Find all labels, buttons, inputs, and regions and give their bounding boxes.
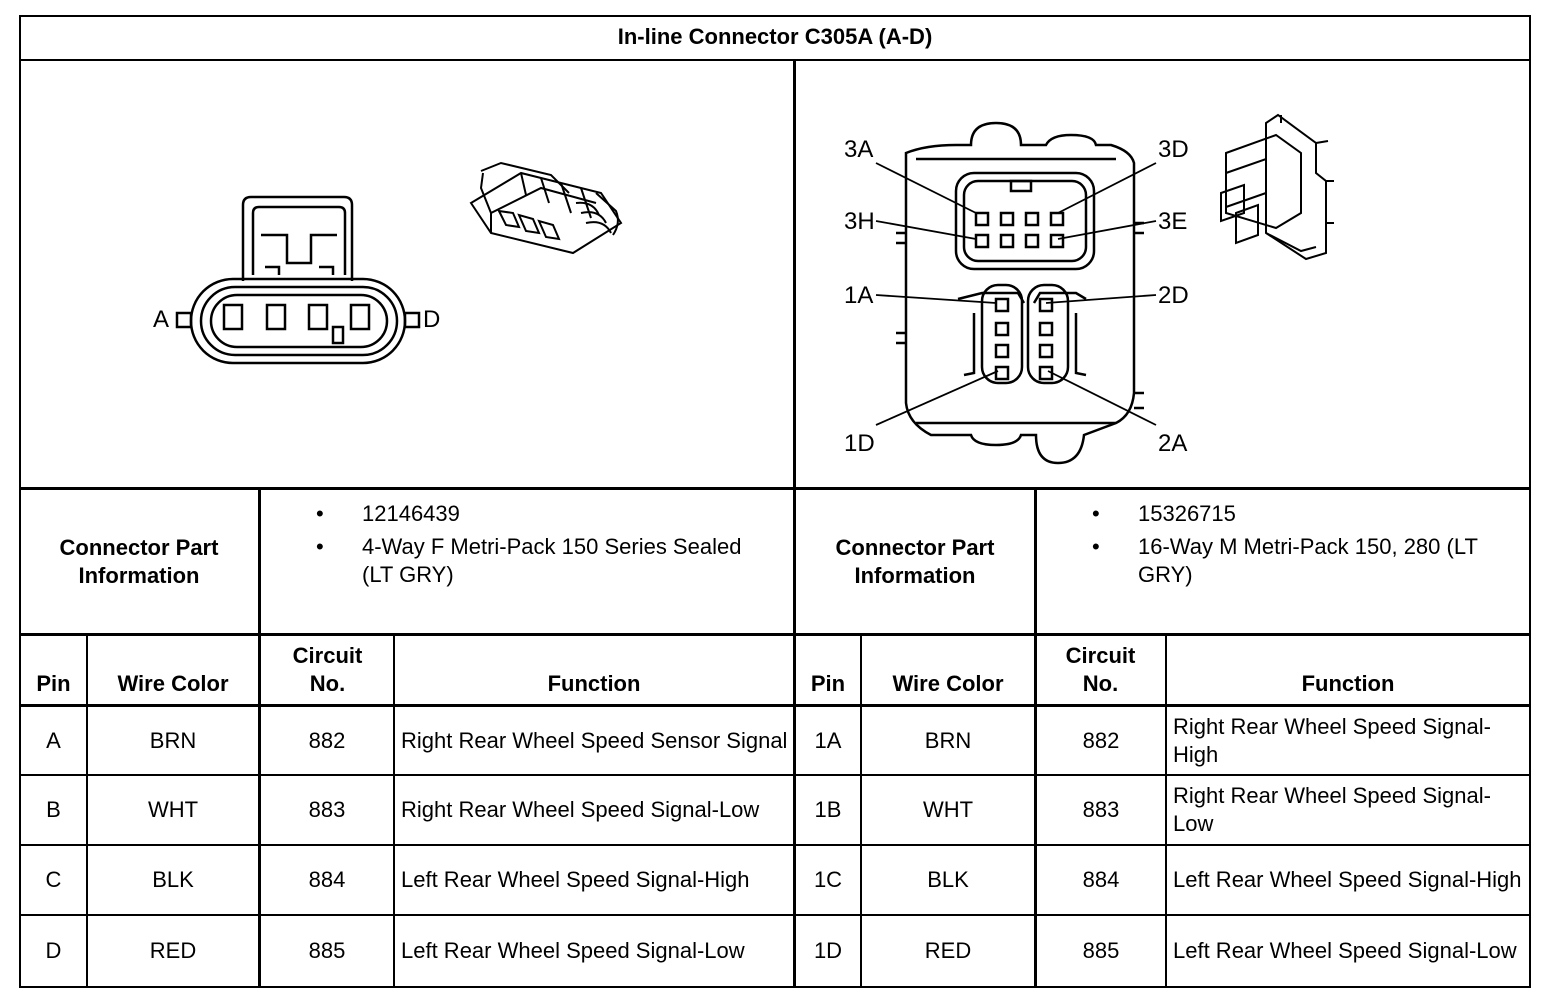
table-cell-circuit: 882 (1082, 727, 1120, 753)
right-diagram-label-1d: 1D (844, 430, 875, 457)
table-cell-pin: B (46, 797, 61, 822)
table-cell-wire-color: BRN (924, 727, 972, 753)
divider-row-1 (19, 774, 1531, 776)
table-cell-pin: 1C (813, 867, 843, 892)
divider-header-bottom (19, 704, 1531, 707)
left-part-description: 4-Way F Metri-Pack 150 Series Sealed (LT… (362, 534, 742, 587)
left-col-header-circuit-no: Circuit No. (292, 643, 363, 696)
table-cell-function: Left Rear Wheel Speed Signal-High (401, 867, 750, 892)
divider-row-3 (19, 914, 1531, 916)
right-diagram-label-3a: 3A (844, 136, 873, 163)
divider-col-right-info (1034, 488, 1037, 988)
page-title: In-line Connector C305A (A-D) (19, 15, 1531, 61)
table-cell-pin: 1D (813, 938, 843, 963)
right-diagram-label-3d: 3D (1158, 136, 1189, 163)
table-cell-function: Left Rear Wheel Speed Signal-Low (401, 938, 745, 963)
table-cell-pin: 1B (814, 797, 842, 822)
table-cell-function: Left Rear Wheel Speed Signal-High (1173, 867, 1522, 892)
table-cell-circuit: 885 (308, 938, 346, 963)
table-cell-wire-color: BLK (152, 867, 194, 892)
left-col-header-function: Function (547, 671, 641, 696)
table-cell-function: Right Rear Wheel Speed Signal-Low (401, 797, 760, 822)
table-cell-function: Right Rear Wheel Speed Signal-Low (1173, 783, 1491, 836)
table-cell-wire-color: WHT (147, 797, 199, 822)
table-cell-wire-color: BRN (149, 727, 197, 753)
divider-diagram-center (793, 61, 796, 488)
left-diagram-label-a: A (153, 306, 169, 333)
left-diagram-label-d: D (423, 306, 440, 333)
divider-col-center (793, 488, 796, 988)
right-diagram-label-2a: 2A (1158, 430, 1187, 457)
table-cell-wire-color: RED (924, 938, 972, 963)
divider-diagram-bottom (19, 487, 1531, 490)
table-cell-pin: A (46, 727, 61, 753)
table-cell-wire-color: RED (149, 938, 197, 963)
bullet-icon: • (1092, 501, 1100, 526)
right-connector-info-header: Connector Part Information (835, 534, 995, 588)
right-col-header-wire-color: Wire Color (892, 671, 1004, 696)
divider-col-left-circuit (393, 634, 395, 988)
left-col-header-wire-color: Wire Color (117, 671, 229, 696)
table-cell-function: Right Rear Wheel Speed Sensor Signal (401, 727, 788, 753)
right-diagram-label-3e: 3E (1158, 208, 1187, 235)
divider-col-right-circuit (1165, 634, 1167, 988)
table-cell-circuit: 883 (308, 797, 346, 822)
right-col-header-circuit-no: Circuit No. (1065, 643, 1136, 696)
right-col-header-function: Function (1301, 671, 1395, 696)
divider-col-left-info (258, 488, 261, 988)
right-connector-diagram: 3A 3D 3H 3E 1A 2D 1D 2A (844, 113, 1334, 465)
table-cell-circuit: 884 (308, 867, 346, 892)
left-part-number: 12146439 (362, 501, 460, 526)
table-cell-pin: 1A (814, 727, 842, 753)
right-diagram-label-3h: 3H (844, 208, 875, 235)
list-item: • 15326715 (1066, 500, 1526, 528)
divider-col-right-pin (860, 634, 862, 988)
bullet-icon: • (316, 501, 324, 526)
right-diagram-label-2d: 2D (1158, 282, 1189, 309)
bullet-icon: • (1092, 534, 1100, 559)
right-col-header-pin: Pin (810, 671, 846, 696)
right-part-number: 15326715 (1138, 501, 1236, 526)
divider-row-2 (19, 844, 1531, 846)
list-item: • 4-Way F Metri-Pack 150 Series Sealed (… (290, 533, 770, 589)
table-cell-wire-color: BLK (927, 867, 969, 892)
table-cell-wire-color: WHT (922, 797, 974, 822)
table-cell-pin: C (45, 867, 62, 892)
table-cell-pin: D (45, 938, 62, 963)
left-part-info-list: • 12146439 • 4-Way F Metri-Pack 150 Seri… (290, 500, 770, 594)
table-cell-circuit: 884 (1082, 867, 1120, 892)
connector-table-frame (19, 15, 1531, 988)
table-cell-circuit: 885 (1082, 938, 1120, 963)
right-part-info-list: • 15326715 • 16-Way M Metri-Pack 150, 28… (1066, 500, 1526, 594)
left-connector-info-header: Connector Part Information (59, 534, 219, 588)
left-col-header-pin: Pin (36, 671, 71, 696)
table-cell-circuit: 882 (308, 727, 346, 753)
left-connector-diagram: A D (153, 161, 623, 365)
table-cell-circuit: 883 (1082, 797, 1120, 822)
right-diagram-label-1a: 1A (844, 282, 873, 309)
bullet-icon: • (316, 534, 324, 559)
right-part-description: 16-Way M Metri-Pack 150, 280 (LT GRY) (1138, 534, 1478, 587)
table-cell-function: Right Rear Wheel Speed Signal-High (1173, 713, 1491, 767)
list-item: • 12146439 (290, 500, 770, 528)
divider-info-bottom (19, 633, 1531, 636)
table-cell-function: Left Rear Wheel Speed Signal-Low (1173, 938, 1517, 963)
list-item: • 16-Way M Metri-Pack 150, 280 (LT GRY) (1066, 533, 1526, 589)
divider-col-left-pin (86, 634, 88, 988)
